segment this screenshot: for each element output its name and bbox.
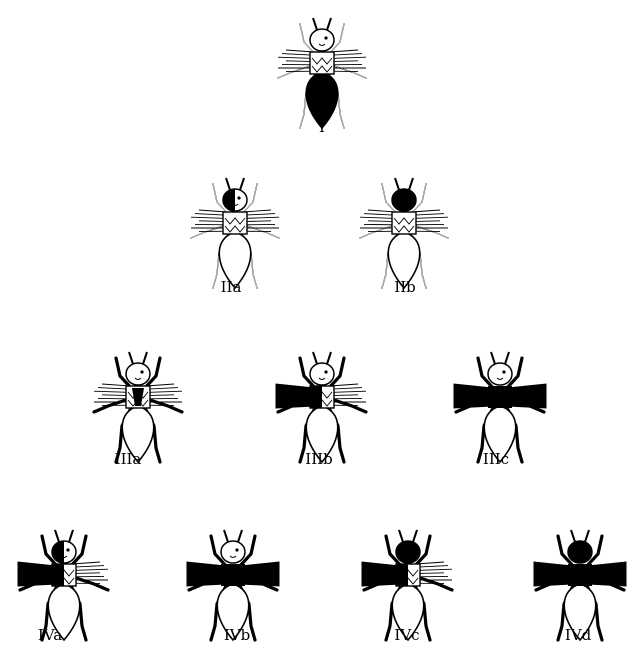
thorax-left-half [310, 386, 322, 408]
eye [237, 196, 240, 199]
eye [502, 370, 505, 373]
head-left-half [52, 541, 64, 563]
right-antenna [585, 530, 589, 542]
left-wing-vein [282, 54, 314, 56]
left-wing-vein [360, 217, 396, 218]
fly-IVb [187, 530, 279, 640]
head [126, 363, 150, 385]
left-wing [534, 562, 572, 586]
fly-specimens [18, 18, 626, 640]
right-wing-vein [146, 391, 182, 392]
right-wing-vein [243, 214, 275, 216]
right-wing-vein [146, 388, 178, 390]
left-antenna [226, 178, 230, 190]
left-wing-vein [195, 214, 227, 216]
left-antenna [399, 530, 403, 542]
eye [140, 370, 143, 373]
right-wing-vein [72, 569, 108, 570]
left-wing [18, 562, 56, 586]
head [392, 189, 416, 211]
head [221, 541, 245, 563]
right-antenna [143, 352, 147, 364]
label-IIa: IIa [221, 278, 242, 296]
eye [235, 548, 238, 551]
head-left-half [223, 189, 235, 211]
left-wing-vein [364, 214, 396, 216]
fly-IIa [191, 178, 279, 288]
left-antenna [491, 352, 495, 364]
left-wing [276, 384, 314, 408]
right-wing-vein [412, 214, 444, 216]
thorax [568, 564, 592, 586]
left-wing [187, 562, 225, 586]
right-wing-vein [330, 54, 362, 56]
left-wing [362, 562, 400, 586]
eye [324, 36, 327, 39]
right-wing-vein [416, 566, 448, 568]
thorax [392, 212, 416, 234]
head [310, 29, 334, 51]
label-IIIa: IIIa [115, 450, 142, 468]
left-antenna [571, 530, 575, 542]
right-wing-vein [412, 217, 448, 218]
fly-I [278, 18, 366, 128]
head [568, 541, 592, 563]
right-wing-vein [72, 566, 104, 568]
eye [324, 370, 327, 373]
left-antenna [224, 530, 228, 542]
left-wing-vein [191, 217, 227, 218]
right-wing [588, 562, 626, 586]
right-antenna [240, 178, 244, 190]
head [488, 363, 512, 385]
right-wing-vein [330, 391, 366, 392]
label-IVa: IVa [38, 626, 62, 644]
fly-IIIa [94, 352, 182, 462]
label-I: I [319, 118, 325, 136]
fly-IIIc [454, 352, 546, 462]
label-IVb: IVb [224, 626, 250, 644]
left-antenna [55, 530, 59, 542]
eye [66, 548, 69, 551]
right-antenna [238, 530, 242, 542]
right-antenna [69, 530, 73, 542]
label-IVd: IVd [565, 626, 592, 644]
fly-IIIb [276, 352, 366, 462]
thorax [221, 564, 245, 586]
fly-IIb [360, 178, 448, 288]
left-antenna [313, 352, 317, 364]
label-IIIb: IIIb [305, 450, 332, 468]
right-antenna [409, 178, 413, 190]
left-wing [454, 384, 492, 408]
head [396, 541, 420, 563]
right-antenna [413, 530, 417, 542]
thorax-left-half [52, 564, 64, 586]
left-wing-vein [278, 57, 314, 58]
right-antenna [327, 18, 331, 30]
right-antenna [505, 352, 509, 364]
left-wing-vein [98, 388, 130, 390]
left-antenna [313, 18, 317, 30]
right-wing [241, 562, 279, 586]
right-wing-vein [330, 388, 362, 390]
left-antenna [129, 352, 133, 364]
right-wing [508, 384, 546, 408]
head [310, 363, 334, 385]
right-wing-vein [330, 57, 366, 58]
right-wing-vein [416, 569, 452, 570]
left-wing-vein [94, 391, 130, 392]
thorax-left-half [396, 564, 408, 586]
thorax [223, 212, 247, 234]
label-IVc: IVc [394, 626, 419, 644]
right-antenna [327, 352, 331, 364]
label-IIb: IIb [394, 278, 415, 296]
left-antenna [395, 178, 399, 190]
thorax [488, 386, 512, 408]
label-IIIc: IIIc [483, 450, 509, 468]
fly-IVa [18, 530, 108, 640]
fly-IVd [534, 530, 626, 640]
fly-IVc [362, 530, 452, 640]
thorax [310, 52, 334, 74]
right-wing-vein [243, 217, 279, 218]
